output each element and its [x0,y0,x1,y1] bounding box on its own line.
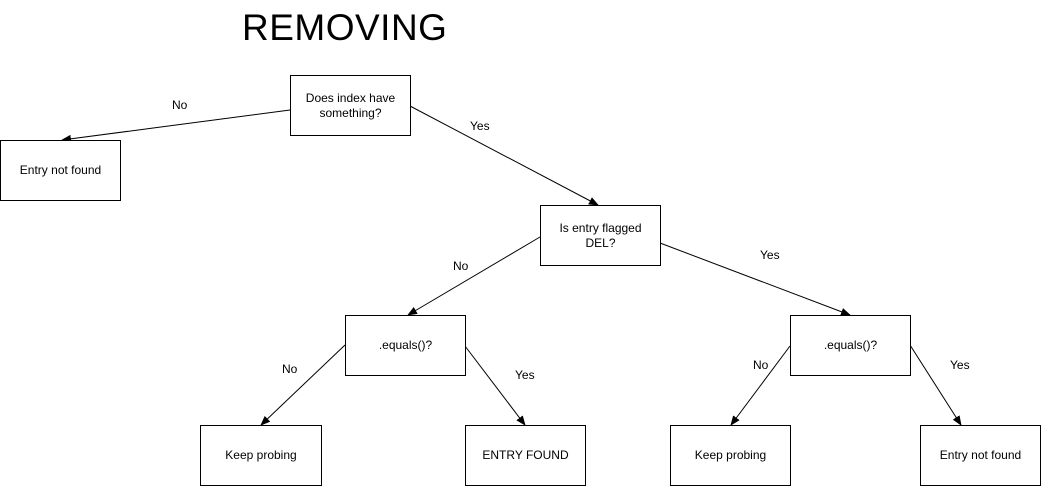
diagram-title: REMOVING [242,7,448,48]
node-equals-right[interactable]: .equals()? [790,315,911,376]
node-keep-probing-left[interactable]: Keep probing [200,425,322,486]
edge-equals-left-no [260,344,346,426]
edge-label-has-something-no: No [172,98,188,112]
edge-has-something-no [61,109,291,143]
edge-flagged-del-no [407,236,541,316]
node-entry-found[interactable]: ENTRY FOUND [465,425,586,486]
node-flagged-del[interactable]: Is entry flagged DEL? [540,205,661,266]
edge-label-equals-right-no: No [753,358,769,372]
edge-label-flagged-del-yes: Yes [760,248,780,262]
edge-label-has-something-yes: Yes [470,119,490,133]
edge-equals-right-no [730,345,791,426]
edge-label-equals-left-no: No [282,362,298,376]
edge-label-flagged-del-no: No [453,259,469,273]
node-has-something[interactable]: Does index have something? [290,75,411,136]
node-equals-left[interactable]: .equals()? [345,315,466,376]
edge-label-equals-right-yes: Yes [950,358,970,372]
node-entry-not-found-left[interactable]: Entry not found [0,140,121,201]
node-entry-not-found-right[interactable]: Entry not found [920,425,1041,486]
edge-equals-left-yes [464,345,526,426]
edge-label-equals-left-yes: Yes [515,368,535,382]
edge-flagged-del-yes [659,242,851,316]
node-keep-probing-right[interactable]: Keep probing [670,425,791,486]
edge-equals-right-yes [909,344,962,426]
edge-has-something-yes [409,105,599,206]
